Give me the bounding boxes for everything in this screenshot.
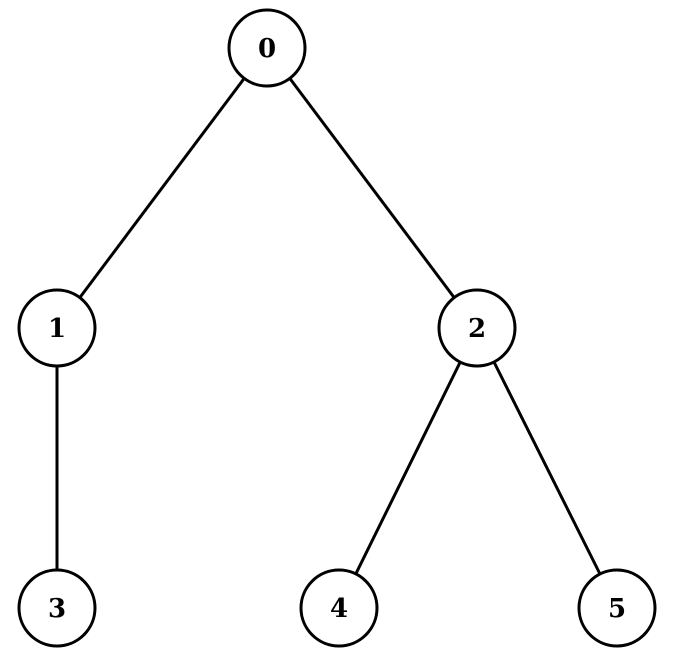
node-4-label: 4 [330,594,348,624]
node-4-circle [299,568,379,648]
edge-0-2 [288,76,456,300]
node-5-label: 5 [608,594,626,624]
node-5: 5 [577,568,657,648]
node-0-circle [227,8,307,88]
edge-0-1 [78,76,246,300]
node-4: 4 [299,568,379,648]
node-3-label: 3 [48,594,66,624]
node-1-circle [17,288,97,368]
node-3-circle [17,568,97,648]
node-0-label: 0 [258,34,276,64]
node-2-label: 2 [468,314,486,344]
tree-nodes: 0 1 2 3 4 5 [17,8,657,648]
node-3: 3 [17,568,97,648]
node-2-circle [437,288,517,368]
node-1: 1 [17,288,97,368]
node-1-label: 1 [48,314,66,344]
edge-2-4 [354,360,462,576]
tree-edges [55,76,602,576]
edge-2-5 [492,360,602,576]
node-5-circle [577,568,657,648]
node-0: 0 [227,8,307,88]
node-2: 2 [437,288,517,368]
